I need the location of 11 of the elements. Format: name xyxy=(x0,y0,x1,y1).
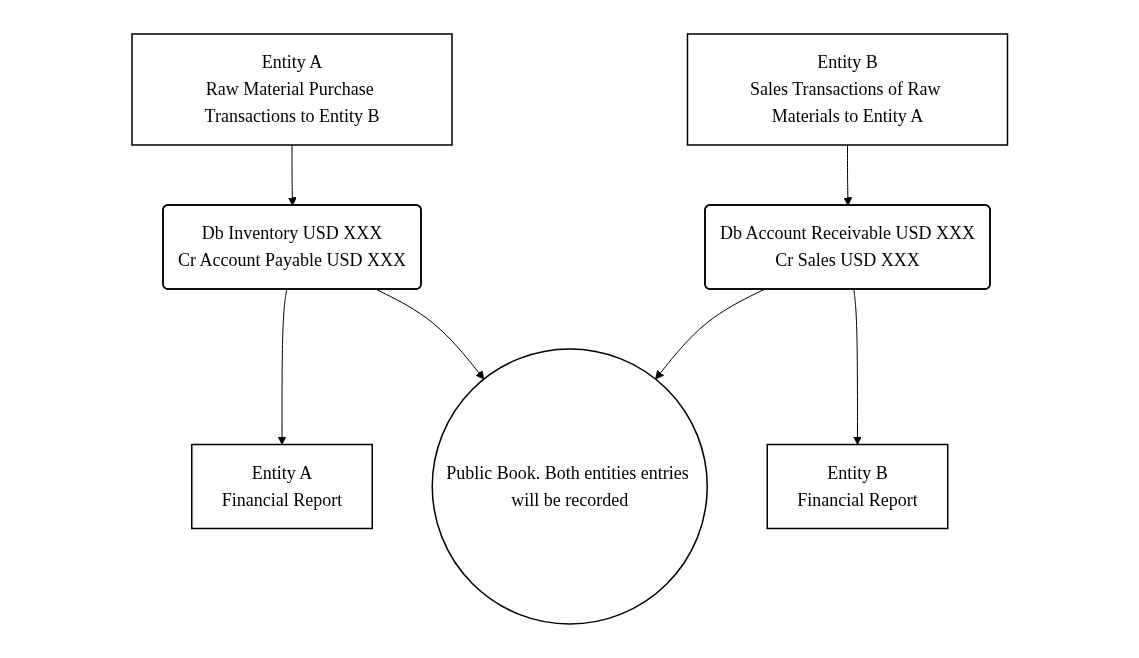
node-circle: Public Book. Both entities entries will be recorded xyxy=(431,348,708,625)
node-box: Entity A Raw Material Purchase Transactions to Entity B xyxy=(131,33,453,146)
arrow xyxy=(277,289,287,445)
arrow xyxy=(375,289,485,380)
node-box: Entity B Financial Report xyxy=(766,443,949,530)
arrow xyxy=(287,144,297,206)
node-box: Entity B Sales Transactions of Raw Materials to Entity A xyxy=(686,33,1008,146)
node-box: Entity A Financial Report xyxy=(190,443,373,530)
arrow xyxy=(843,144,852,206)
arrow xyxy=(654,289,765,380)
arrow xyxy=(852,289,862,445)
